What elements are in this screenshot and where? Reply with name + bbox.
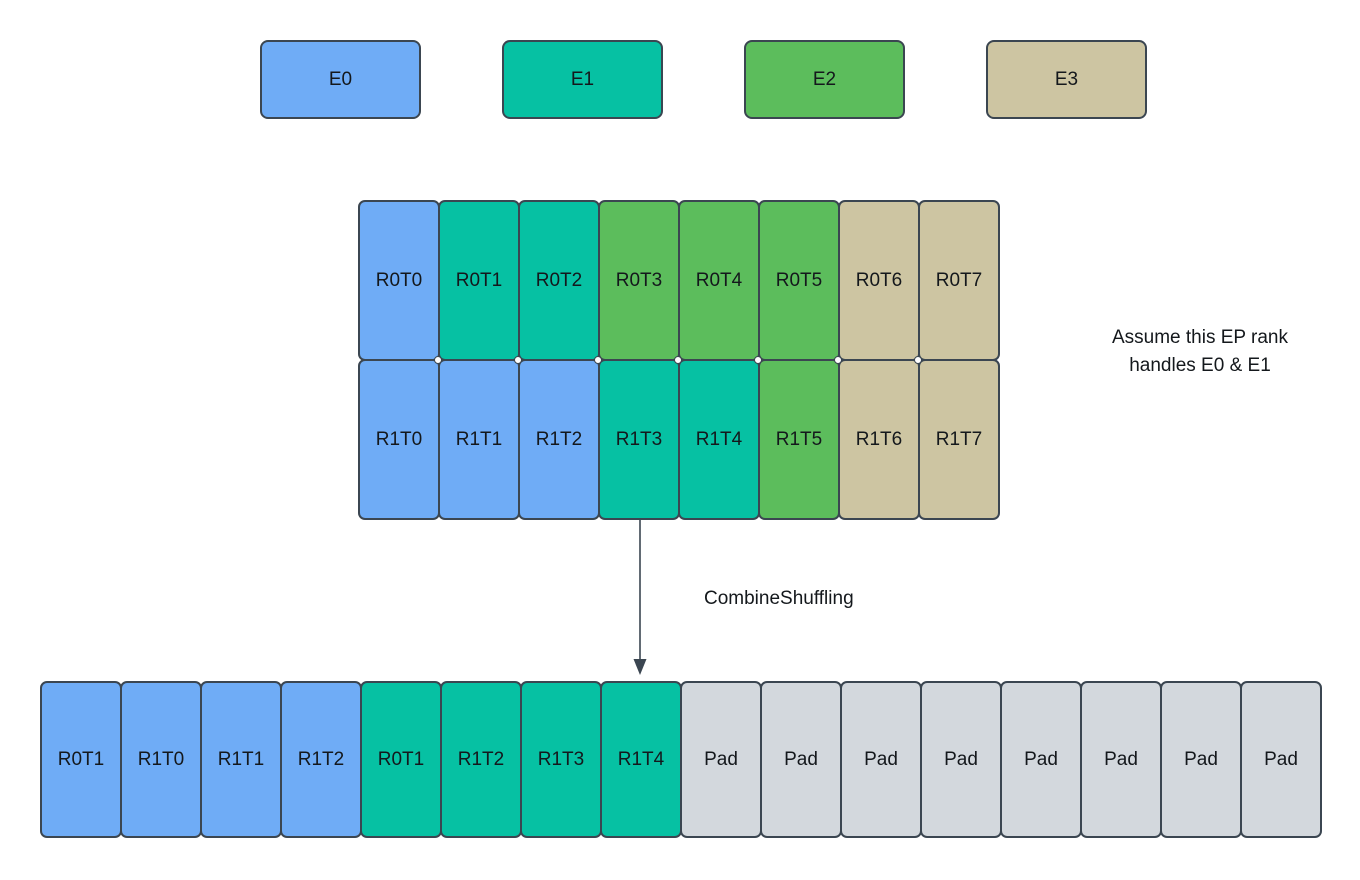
cell-label: R1T0 bbox=[137, 748, 185, 770]
cell-label: R0T1 bbox=[57, 748, 105, 770]
legend-box-e1: E1 bbox=[502, 40, 663, 119]
cell-label: R1T2 bbox=[535, 428, 583, 450]
output-cell: Pad bbox=[760, 681, 842, 838]
grid-cell: R0T0 bbox=[358, 200, 440, 361]
cell-label: Pad bbox=[1024, 748, 1058, 770]
output-cell: R1T4 bbox=[600, 681, 682, 838]
cell-label: R0T6 bbox=[855, 269, 903, 291]
legend-box-e0: E0 bbox=[260, 40, 421, 119]
cell-label: R0T3 bbox=[615, 269, 663, 291]
grid-cell: R1T2 bbox=[518, 359, 600, 520]
cell-label: R1T0 bbox=[375, 428, 423, 450]
cell-label: R0T0 bbox=[375, 269, 423, 291]
annotation-line-2: handles E0 & E1 bbox=[1129, 355, 1271, 376]
output-cell: R1T3 bbox=[520, 681, 602, 838]
cell-label: R0T1 bbox=[455, 269, 503, 291]
grid-cell: R0T2 bbox=[518, 200, 600, 361]
ep-rank-annotation: Assume this EP rank handles E0 & E1 bbox=[1080, 324, 1320, 380]
cell-label: R1T6 bbox=[855, 428, 903, 450]
cell-label: Pad bbox=[944, 748, 978, 770]
grid-cell: R1T5 bbox=[758, 359, 840, 520]
output-cell: R1T0 bbox=[120, 681, 202, 838]
annotation-line-1: Assume this EP rank bbox=[1111, 327, 1288, 348]
legend-label: E1 bbox=[570, 68, 595, 90]
cell-label: Pad bbox=[1184, 748, 1218, 770]
combine-shuffling-label: CombineShuffling bbox=[704, 588, 854, 609]
grid-cell: R1T7 bbox=[918, 359, 1000, 520]
cell-label: R0T5 bbox=[775, 269, 823, 291]
output-cell: Pad bbox=[1240, 681, 1322, 838]
cell-label: R1T1 bbox=[217, 748, 265, 770]
output-row: R0T1 R1T0 R1T1 R1T2 R0T1 R1T2 R1T3 R1T4 Pad Pad Pa… bbox=[40, 681, 1322, 838]
combine-shuffling-arrow-icon bbox=[633, 520, 647, 675]
output-cell: Pad bbox=[680, 681, 762, 838]
output-cell: R1T2 bbox=[280, 681, 362, 838]
cell-label: R1T4 bbox=[695, 428, 743, 450]
legend: E0 E1 E2 E3 bbox=[260, 40, 1147, 119]
cell-label: R1T5 bbox=[775, 428, 823, 450]
cell-label: R0T1 bbox=[377, 748, 425, 770]
grid-cell: R1T4 bbox=[678, 359, 760, 520]
output-cell: R0T1 bbox=[40, 681, 122, 838]
grid-cell: R0T4 bbox=[678, 200, 760, 361]
output-cell: Pad bbox=[1160, 681, 1242, 838]
output-cell: Pad bbox=[920, 681, 1002, 838]
cell-label: R1T4 bbox=[617, 748, 665, 770]
output-cell: Pad bbox=[1000, 681, 1082, 838]
grid-cell: R1T6 bbox=[838, 359, 920, 520]
grid-cell: R0T6 bbox=[838, 200, 920, 361]
cell-label: R0T7 bbox=[935, 269, 983, 291]
cell-label: R1T2 bbox=[297, 748, 345, 770]
legend-label: E0 bbox=[328, 68, 353, 90]
output-cell: Pad bbox=[1080, 681, 1162, 838]
output-cell: R1T1 bbox=[200, 681, 282, 838]
output-cell: R0T1 bbox=[360, 681, 442, 838]
legend-label: E3 bbox=[1054, 68, 1079, 90]
grid-row-0: R0T0 R0T1 R0T2 R0T3 R0T4 R0T5 R0T6 R0T7 bbox=[358, 200, 1000, 361]
grid-cell: R1T3 bbox=[598, 359, 680, 520]
legend-box-e3: E3 bbox=[986, 40, 1147, 119]
cell-label: R0T4 bbox=[695, 269, 743, 291]
cell-label: Pad bbox=[1264, 748, 1298, 770]
legend-label: E2 bbox=[812, 68, 837, 90]
cell-label: Pad bbox=[864, 748, 898, 770]
cell-label: Pad bbox=[784, 748, 818, 770]
cell-label: R1T2 bbox=[457, 748, 505, 770]
output-cell: Pad bbox=[840, 681, 922, 838]
cell-label: Pad bbox=[704, 748, 738, 770]
cell-label: R1T1 bbox=[455, 428, 503, 450]
grid-row-1: R1T0 R1T1 R1T2 R1T3 R1T4 R1T5 R1T6 R1T7 bbox=[358, 359, 1000, 520]
grid-cell: R1T0 bbox=[358, 359, 440, 520]
cell-label: R1T3 bbox=[537, 748, 585, 770]
cell-label: Pad bbox=[1104, 748, 1138, 770]
cell-label: R0T2 bbox=[535, 269, 583, 291]
grid-cell: R0T1 bbox=[438, 200, 520, 361]
cell-label: R1T3 bbox=[615, 428, 663, 450]
grid-cell: R0T7 bbox=[918, 200, 1000, 361]
legend-box-e2: E2 bbox=[744, 40, 905, 119]
grid-cell: R1T1 bbox=[438, 359, 520, 520]
output-cell: R1T2 bbox=[440, 681, 522, 838]
grid-cell: R0T3 bbox=[598, 200, 680, 361]
cell-label: R1T7 bbox=[935, 428, 983, 450]
grid-cell: R0T5 bbox=[758, 200, 840, 361]
